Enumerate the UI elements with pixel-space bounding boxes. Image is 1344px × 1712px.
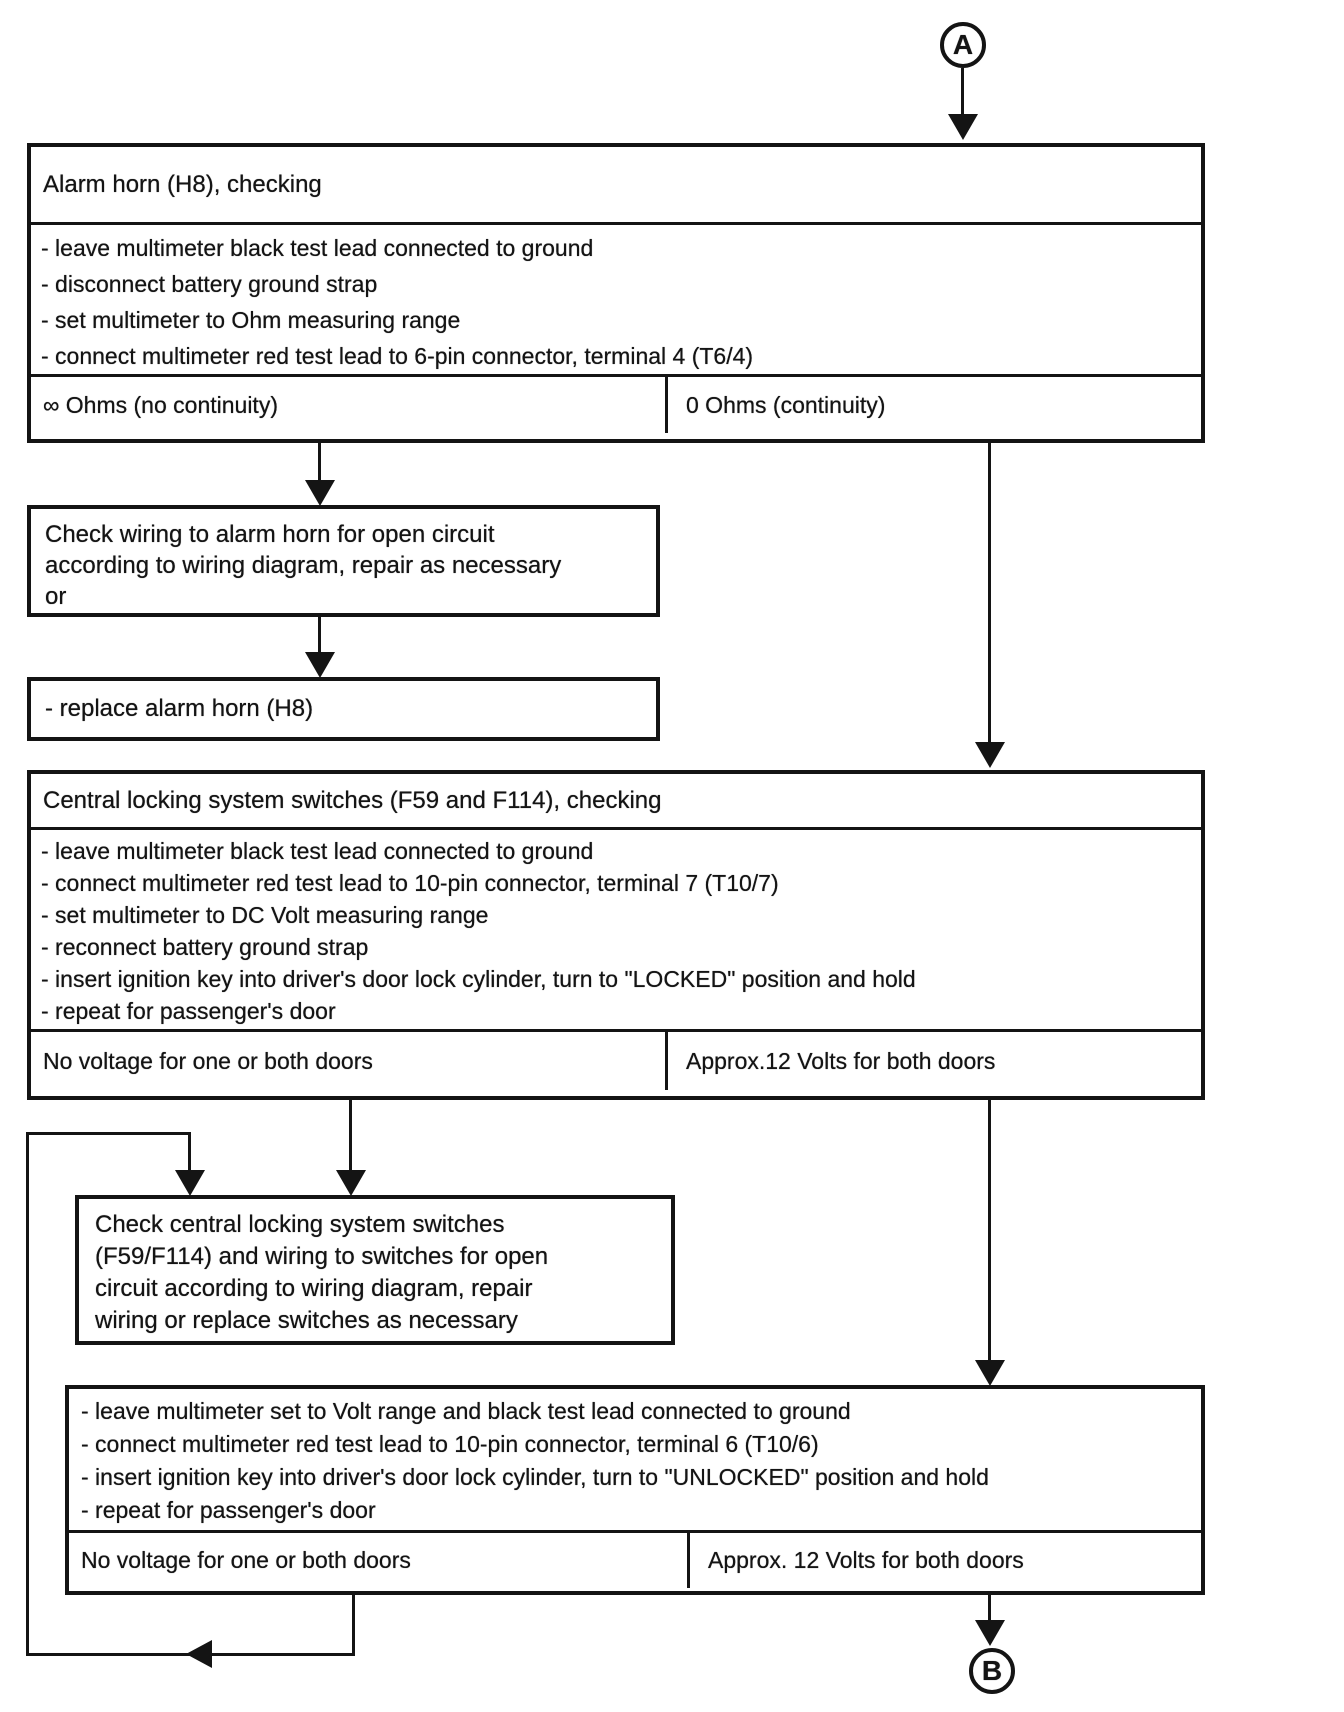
check-switches-line: (F59/F114) and wiring to switches for op… <box>95 1243 549 1270</box>
flow-line-to-replace <box>318 617 321 655</box>
step-line: - connect multimeter red test lead to 10… <box>81 1431 819 1457</box>
step-line: - connect multimeter red test lead to 10… <box>41 870 779 896</box>
outcome-no-voltage-locked: No voltage for one or both doors <box>31 1032 668 1090</box>
arrow-left-icon <box>186 1640 212 1668</box>
unlock-test-outcomes: No voltage for one or both doors Approx.… <box>69 1533 1201 1588</box>
flow-line-continuity <box>988 443 991 743</box>
step-line: - disconnect battery ground strap <box>41 271 378 297</box>
step-line: - leave multimeter set to Volt range and… <box>81 1398 851 1424</box>
connector-b-label: B <box>981 1655 1003 1686</box>
unlock-test-steps: - leave multimeter set to Volt range and… <box>69 1389 1201 1533</box>
alarm-horn-title: Alarm horn (H8), checking <box>31 147 1201 225</box>
arrow-down-icon <box>975 1620 1005 1646</box>
loop-line-left <box>26 1132 29 1656</box>
check-switches-line: wiring or replace switches as necessary <box>95 1307 518 1334</box>
step-line: - leave multimeter black test lead conne… <box>41 838 594 864</box>
check-wiring-box: Check wiring to alarm horn for open circ… <box>27 505 660 617</box>
check-wiring-line: according to wiring diagram, repair as n… <box>45 552 562 579</box>
connector-a: A <box>940 22 986 68</box>
outcome-12v-unlocked: Approx. 12 Volts for both doors <box>708 1547 1024 1573</box>
arrow-down-icon <box>305 480 335 506</box>
connector-b: B <box>969 1648 1015 1694</box>
check-switches-line: Check central locking system switches <box>95 1211 505 1238</box>
flow-line-no-voltage <box>349 1100 352 1174</box>
arrow-down-icon <box>305 652 335 678</box>
step-line: - set multimeter to Ohm measuring range <box>41 307 461 333</box>
outcome-no-continuity: ∞ Ohms (no continuity) <box>31 377 668 433</box>
flow-line-no-voltage-unlocked <box>352 1593 355 1655</box>
flow-line-no-continuity <box>318 443 321 485</box>
step-line: - insert ignition key into driver's door… <box>81 1464 989 1490</box>
step-line: - repeat for passenger's door <box>41 998 336 1024</box>
central-locking-outcomes: No voltage for one or both doors Approx.… <box>31 1032 1201 1090</box>
alarm-horn-outcomes: ∞ Ohms (no continuity) 0 Ohms (continuit… <box>31 377 1201 433</box>
outcome-continuity: 0 Ohms (continuity) <box>686 391 886 418</box>
step-line: - leave multimeter black test lead conne… <box>41 235 594 261</box>
flow-line-to-b <box>988 1595 991 1623</box>
unlock-test-box: - leave multimeter set to Volt range and… <box>65 1385 1205 1595</box>
arrow-down-icon <box>948 114 978 140</box>
arrow-down-icon <box>175 1170 205 1196</box>
central-locking-steps: - leave multimeter black test lead conne… <box>31 830 1201 1032</box>
arrow-down-icon <box>975 742 1005 768</box>
replace-horn-box: - replace alarm horn (H8) <box>27 677 660 741</box>
flow-line-a-to-box1 <box>961 68 964 116</box>
step-line: - repeat for passenger's door <box>81 1497 376 1523</box>
step-line: - set multimeter to DC Volt measuring ra… <box>41 902 489 928</box>
outcome-no-voltage-unlocked: No voltage for one or both doors <box>69 1533 690 1588</box>
check-switches-box: Check central locking system switches (F… <box>75 1195 675 1345</box>
check-switches-line: circuit according to wiring diagram, rep… <box>95 1275 533 1302</box>
replace-horn-text: - replace alarm horn (H8) <box>45 695 314 722</box>
check-wiring-line: or <box>45 583 67 610</box>
loop-line-top-drop <box>188 1132 191 1172</box>
central-locking-title: Central locking system switches (F59 and… <box>31 774 1201 830</box>
loop-line-top <box>26 1132 191 1135</box>
outcome-12v-locked: Approx.12 Volts for both doors <box>686 1047 996 1074</box>
arrow-down-icon <box>336 1170 366 1196</box>
step-line: - connect multimeter red test lead to 6-… <box>41 343 754 369</box>
step-line: - insert ignition key into driver's door… <box>41 966 916 992</box>
arrow-down-icon <box>975 1360 1005 1386</box>
alarm-horn-box: Alarm horn (H8), checking - leave multim… <box>27 143 1205 443</box>
connector-a-label: A <box>952 29 974 60</box>
step-line: - reconnect battery ground strap <box>41 934 369 960</box>
flow-line-12v <box>988 1100 991 1362</box>
alarm-horn-steps: - leave multimeter black test lead conne… <box>31 225 1201 377</box>
central-locking-box: Central locking system switches (F59 and… <box>27 770 1205 1100</box>
check-wiring-line: Check wiring to alarm horn for open circ… <box>45 521 495 548</box>
